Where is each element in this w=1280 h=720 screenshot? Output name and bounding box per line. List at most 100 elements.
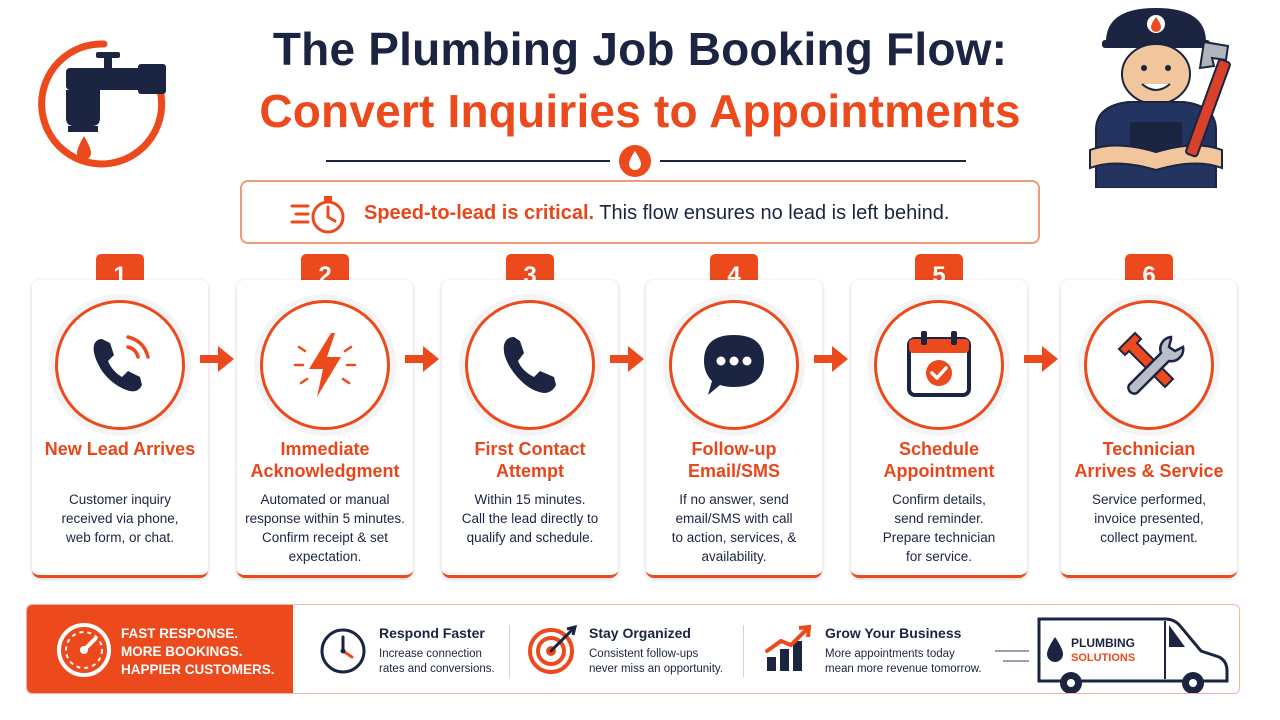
step-title-line: Acknowledgment [250, 461, 400, 481]
van-label-line1: PLUMBING [1071, 636, 1135, 650]
page-title: The Plumbing Job Booking Flow: [272, 23, 1008, 75]
feature-description: Consistent follow-ups never miss an oppor… [589, 647, 759, 677]
feature-separator [743, 625, 744, 677]
step-description-line: received via phone, [61, 511, 179, 526]
benefits-message-line: FAST RESPONSE. [121, 626, 239, 641]
feature-description-line: More appointments today [825, 648, 955, 660]
step-description-line: Within 15 minutes. [474, 492, 586, 507]
title-divider-left [326, 160, 610, 162]
step-title-line: Technician [1102, 439, 1196, 459]
plumbing-van-icon: PLUMBING SOLUTIONS [995, 617, 1229, 693]
benefits-message-line: HAPPIER CUSTOMERS. [121, 662, 275, 677]
step-title: New Lead Arrives [36, 438, 204, 460]
phone-icon [503, 337, 556, 393]
faucet-logo-icon [38, 40, 166, 168]
step-description-line: Prepare technician [882, 530, 996, 545]
benefits-message-line: MORE BOOKINGS. [121, 644, 243, 659]
benefits-message-panel: FAST RESPONSE. MORE BOOKINGS. HAPPIER CUST… [27, 605, 293, 693]
step-description-line: send reminder. [894, 511, 984, 526]
page-subtitle: Convert Inquiries to Appointments [259, 85, 1021, 137]
target-icon [528, 624, 578, 674]
step-icon-circle [465, 300, 595, 430]
feature-separator [509, 625, 510, 677]
arrow-right-icon [610, 346, 644, 372]
growth-chart-icon [765, 624, 812, 671]
lightning-bolt-icon [293, 333, 357, 397]
step-description: Confirm details, send reminder. Prepare te… [857, 490, 1021, 566]
feature-description-line: never miss an opportunity. [589, 663, 724, 675]
step-description: Within 15 minutes. Call the lead directly… [448, 490, 612, 547]
feature-description: More appointments today mean more revenue… [825, 647, 995, 677]
step-icon-circle [55, 300, 185, 430]
chat-bubble-icon [704, 335, 764, 395]
calendar-check-icon [907, 331, 971, 397]
speed-to-lead-banner: Speed-to-lead is critical. This flow ens… [240, 180, 1040, 244]
wrench-tools-icon [1117, 331, 1185, 395]
step-description-line: Confirm receipt & set [261, 530, 389, 545]
step-title-line: Follow-up [691, 439, 777, 459]
feature-title: Stay Organized [589, 625, 691, 641]
step-title-line: Attempt [496, 461, 564, 481]
step-description-line: Confirm details, [892, 492, 986, 507]
step-description-line: Call the lead directly to [461, 511, 599, 526]
step-description: Customer inquiry received via phone, web f… [38, 490, 202, 547]
step-title-line: Immediate [280, 439, 370, 459]
plumber-mascot-icon [1089, 8, 1231, 188]
step-title-line: Appointment [883, 461, 995, 481]
step-description-line: Service performed, [1091, 492, 1207, 507]
feature-title: Grow Your Business [825, 625, 962, 641]
step-title-line: First Contact [474, 439, 586, 459]
arrow-right-icon [200, 346, 234, 372]
title-divider-right [660, 160, 966, 162]
step-icon-circle [669, 300, 799, 430]
feature-description: Increase connection rates and conversions… [379, 647, 549, 677]
step-description-line: Automated or manual [260, 492, 390, 507]
arrow-right-icon [814, 346, 848, 372]
step-title-line: Email/SMS [687, 461, 781, 481]
water-drop-icon [619, 145, 651, 177]
step-description-line: email/SMS with call [675, 511, 793, 526]
step-title-line: Schedule [898, 439, 980, 459]
step-description-line: qualify and schedule. [466, 530, 594, 545]
banner-text: Speed-to-lead is critical. This flow ens… [364, 202, 949, 225]
feature-title: Respond Faster [379, 625, 485, 641]
step-description-line: collect payment. [1100, 530, 1198, 545]
step-description-line: web form, or chat. [65, 530, 175, 545]
feature-description-line: Increase connection [379, 648, 482, 660]
step-description: Automated or manual response within 5 min… [243, 490, 407, 566]
banner-body: This flow ensures no lead is left behind… [599, 202, 950, 224]
step-icon-circle [260, 300, 390, 430]
step-title-line: New Lead Arrives [44, 439, 196, 459]
step-description-line: If no answer, send [679, 492, 789, 507]
step-description-line: invoice presented, [1094, 511, 1204, 526]
benefits-message: FAST RESPONSE. MORE BOOKINGS. HAPPIER CUST… [121, 625, 275, 679]
step-description: Service performed, invoice presented, coll… [1067, 490, 1231, 547]
benefits-bar: FAST RESPONSE. MORE BOOKINGS. HAPPIER CUST… [26, 604, 1240, 694]
stopwatch-icon [290, 196, 345, 234]
clock-icon [320, 628, 366, 674]
step-icon-circle [1084, 300, 1214, 430]
step-description: If no answer, send email/SMS with call to … [652, 490, 816, 566]
speedometer-icon [57, 623, 111, 677]
feature-description-line: mean more revenue tomorrow. [825, 663, 982, 675]
step-title-line: Arrives & Service [1074, 461, 1224, 481]
arrow-right-icon [405, 346, 439, 372]
feature-description-line: rates and conversions. [379, 663, 495, 675]
step-description-line: response within 5 minutes. [245, 511, 405, 526]
van-label-line2: SOLUTIONS [1071, 652, 1135, 664]
step-description-line: expectation. [288, 549, 362, 564]
step-description-line: availability. [701, 549, 767, 564]
step-icon-circle [874, 300, 1004, 430]
step-description-line: Customer inquiry [68, 492, 172, 507]
phone-ringing-icon [93, 335, 150, 392]
feature-description-line: Consistent follow-ups [589, 648, 699, 660]
step-description-line: to action, services, & [671, 530, 797, 545]
